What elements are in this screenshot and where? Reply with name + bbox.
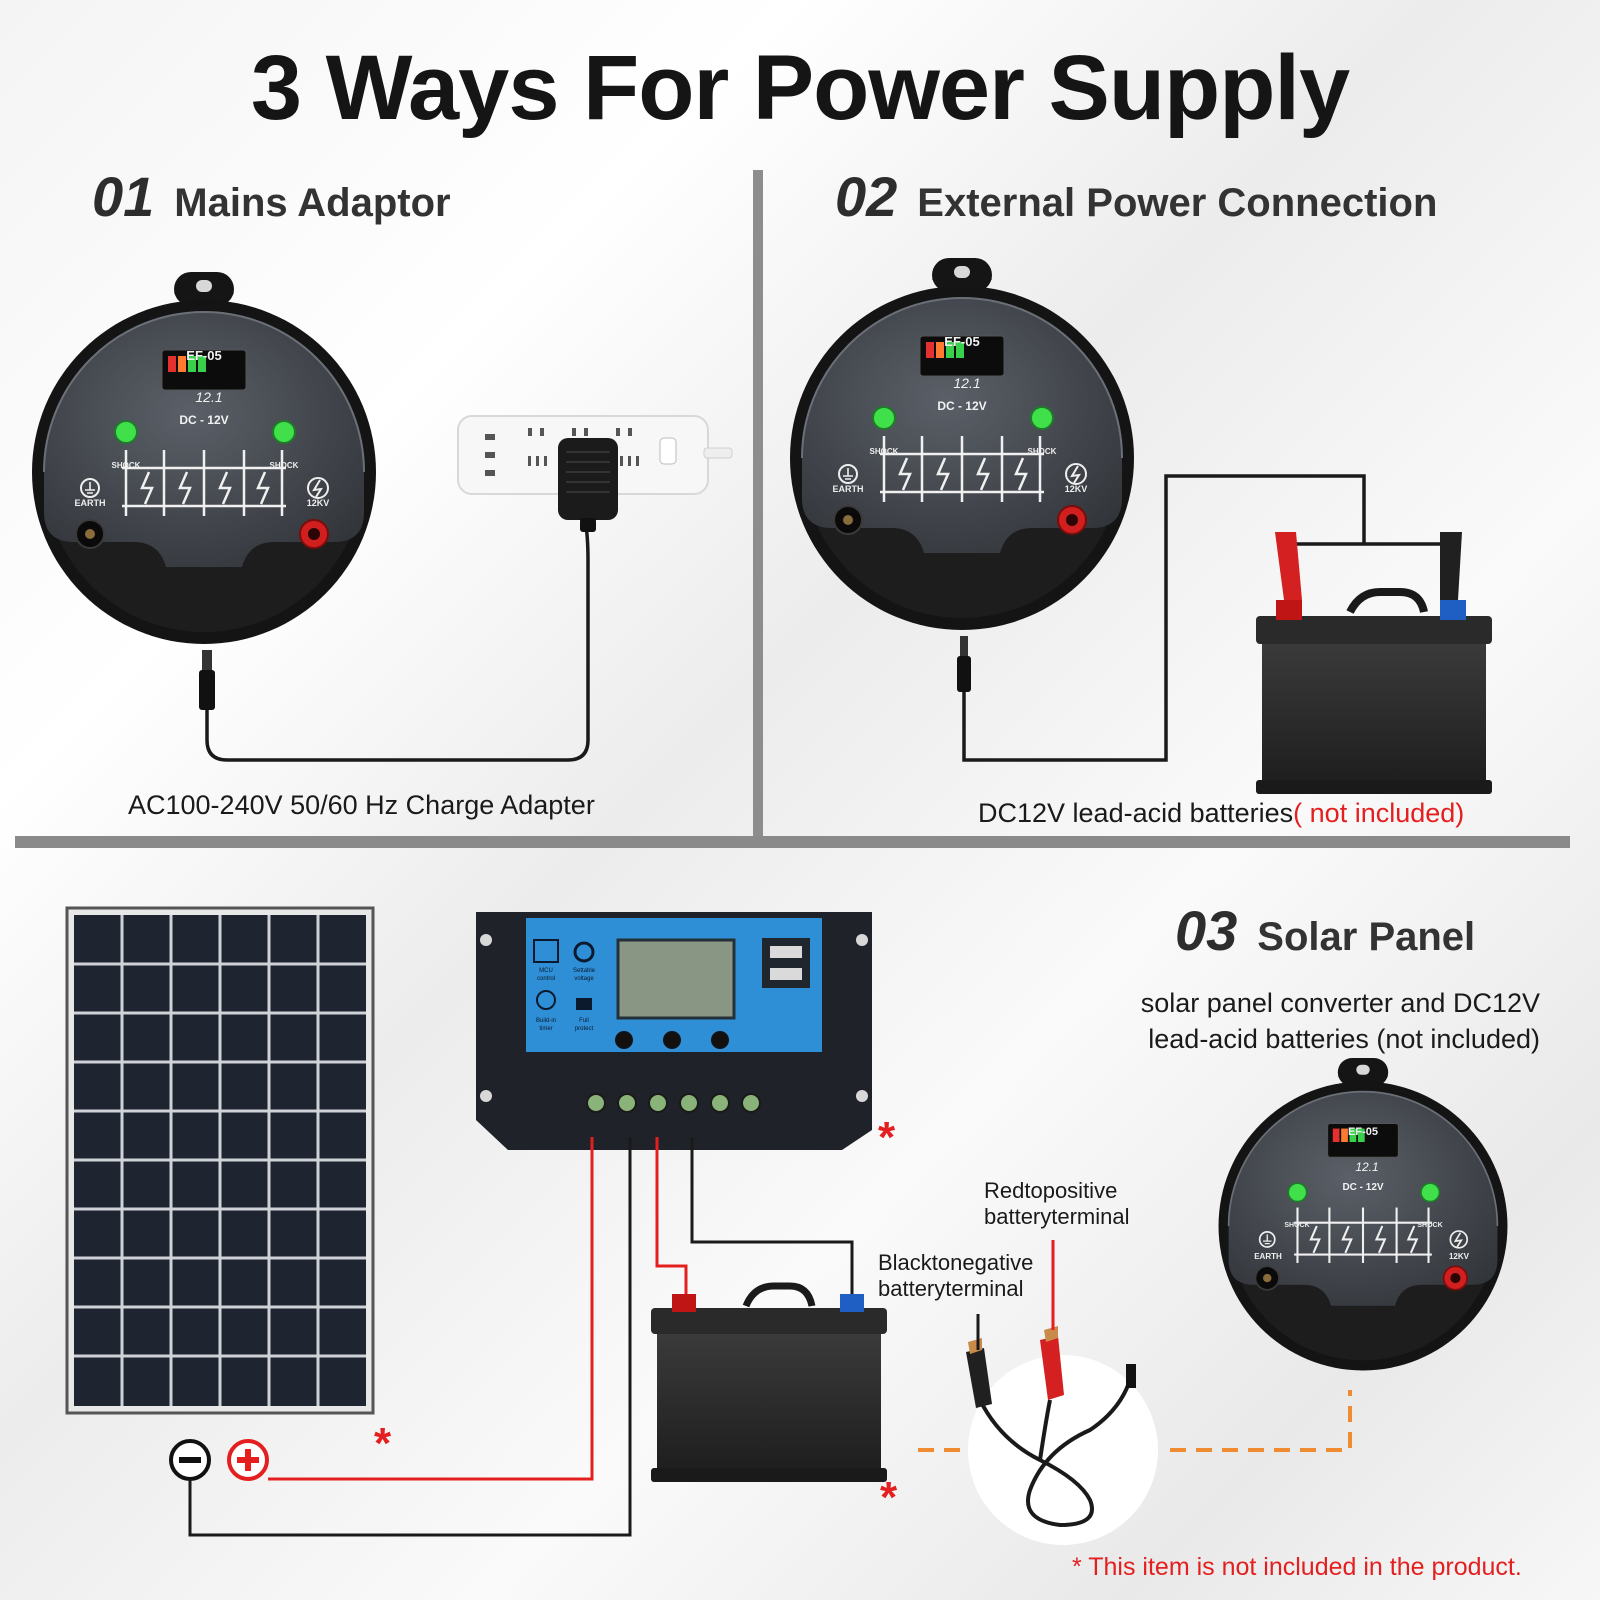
battery-2-positive-terminal	[1276, 600, 1302, 620]
device-1-voltage-label: DC - 12V	[179, 413, 228, 427]
dc-plug-1	[199, 670, 215, 710]
device-1-model-label: EF-05	[186, 348, 221, 363]
panel-positive-wire	[268, 1137, 594, 1481]
dc-plug-2	[957, 656, 971, 692]
usb-port-2	[770, 968, 802, 980]
section-2-caption: DC12V lead-acid batteries( not included)	[978, 798, 1464, 829]
svg-text:Build-in: Build-in	[536, 1018, 556, 1024]
device-2-shock-label-right: SHOCK	[1028, 447, 1057, 456]
device-3-shock-label-left: SHOCK	[1284, 1222, 1309, 1229]
not-included-mark-controller: *	[878, 1113, 896, 1162]
device-3-earth-label: EARTH	[1254, 1252, 1282, 1261]
gear-icon	[573, 941, 595, 963]
black-terminal-note-line-2: batteryterminal	[878, 1276, 1024, 1301]
chip-icon	[533, 939, 559, 963]
vertical-divider	[753, 170, 763, 840]
device-3-reading: 12.1	[1355, 1160, 1378, 1174]
section-2-title: External Power Connection	[917, 181, 1438, 225]
dc-plug-3	[1126, 1364, 1136, 1388]
svg-text:timer: timer	[539, 1026, 552, 1032]
device-2-kv-label: 12KV	[1065, 484, 1088, 494]
controller-lcd	[616, 938, 736, 1020]
ac-adapter	[558, 438, 618, 532]
not-included-mark-panel: *	[374, 1419, 392, 1468]
device-3-kv-label: 12KV	[1449, 1252, 1470, 1261]
lead-acid-battery-2	[1256, 588, 1492, 794]
battery-cable-2	[962, 474, 1366, 762]
footnote-text: This item is not included in the product…	[1088, 1553, 1522, 1581]
section-3-header: 03 Solar Panel	[1175, 898, 1475, 963]
section-1-caption: AC100-240V 50/60 Hz Charge Adapter	[128, 790, 595, 820]
svg-text:Settable: Settable	[573, 968, 596, 974]
device-2-shock-label-left: SHOCK	[870, 447, 899, 456]
device-1-shock-label-left: SHOCK	[112, 461, 141, 470]
svg-text:voltage: voltage	[574, 976, 594, 982]
usb-port-1	[770, 946, 802, 958]
device-1-kv-label: 12KV	[307, 498, 330, 508]
page-title: 3 Ways For Power Supply	[250, 37, 1350, 139]
battery-3-positive-terminal	[672, 1294, 696, 1312]
not-included-mark-battery: *	[880, 1473, 898, 1522]
battery-2-negative-terminal	[1440, 600, 1466, 620]
section-1-title: Mains Adaptor	[174, 181, 451, 225]
section-3-caption-line-1: solar panel converter and DC12V	[1140, 988, 1540, 1018]
panel-positive-terminal-icon	[227, 1439, 269, 1481]
device-2-reading: 12.1	[953, 375, 980, 391]
solar-panel	[65, 906, 375, 1415]
clock-icon	[536, 990, 556, 1010]
section-2-number: 02	[835, 165, 898, 228]
section-3-caption: solar panel converter and DC12V lead-aci…	[1141, 985, 1540, 1057]
battery-negative-wire	[690, 1137, 854, 1300]
fence-energizer-device-3: EF-05 12.1 DC - 12V SHOCK SHOCK EARTH 12…	[1217, 1056, 1509, 1372]
svg-text:protect: protect	[575, 1026, 594, 1032]
dashed-link-right	[1170, 1390, 1352, 1452]
svg-text:Full: Full	[579, 1018, 589, 1024]
device-3-shock-label-right: SHOCK	[1417, 1222, 1442, 1229]
section-3-title: Solar Panel	[1257, 915, 1476, 959]
device-2-model-label: EF-05	[944, 334, 979, 349]
lock-icon	[576, 998, 592, 1010]
device-3-model-label: EF-05	[1348, 1126, 1378, 1138]
svg-text:control: control	[537, 976, 555, 982]
svg-text:MCU: MCU	[539, 968, 553, 974]
section-1-header: 01 Mains Adaptor	[92, 164, 451, 229]
section-1-number: 01	[92, 165, 155, 228]
lead-acid-battery-3	[651, 1282, 887, 1482]
section-2-header: 02 External Power Connection	[835, 164, 1437, 229]
panel-negative-wire	[188, 1137, 632, 1537]
section-3-number: 03	[1175, 899, 1238, 962]
footnote-asterisk: *	[1072, 1553, 1082, 1581]
fence-energizer-device-1: EF-05 12.1 DC - 12V SHOCK SHOCK EARTH 12…	[30, 270, 378, 646]
section-3-caption-line-2: lead-acid batteries (not included)	[1148, 1024, 1540, 1054]
battery-3-negative-terminal	[840, 1294, 864, 1312]
red-terminal-note-line-2: batteryterminal	[984, 1204, 1130, 1229]
device-2-voltage-label: DC - 12V	[937, 399, 986, 413]
black-terminal-note-line-1: Blacktonegative	[878, 1250, 1034, 1275]
fence-energizer-device-2: EF-05 12.1 DC - 12V SHOCK SHOCK EARTH 12…	[788, 256, 1136, 632]
battery-positive-wire	[655, 1137, 688, 1300]
red-terminal-note: Redtopositive batteryterminal	[984, 1178, 1130, 1230]
device-3-voltage-label: DC - 12V	[1342, 1182, 1383, 1193]
panel-negative-terminal-icon	[169, 1439, 211, 1481]
red-terminal-note-line-1: Redtopositive	[984, 1178, 1118, 1203]
horizontal-divider	[15, 836, 1570, 848]
device-1-shock-label-right: SHOCK	[270, 461, 299, 470]
section-2-caption-text: DC12V lead-acid batteries	[978, 798, 1294, 828]
black-terminal-note: Blacktonegative batteryterminal	[878, 1250, 1033, 1302]
solar-charge-controller: MCU control Settable voltage Build-in ti…	[476, 912, 872, 1150]
clip-cable-highlight	[968, 1355, 1158, 1545]
device-2-earth-label: EARTH	[833, 484, 864, 494]
section-2-caption-not-included: ( not included)	[1293, 798, 1465, 828]
device-1-earth-label: EARTH	[75, 498, 106, 508]
device-1-reading: 12.1	[195, 389, 222, 405]
footnote: * This item is not included in the produ…	[1072, 1553, 1522, 1582]
adapter-cable	[205, 519, 590, 762]
